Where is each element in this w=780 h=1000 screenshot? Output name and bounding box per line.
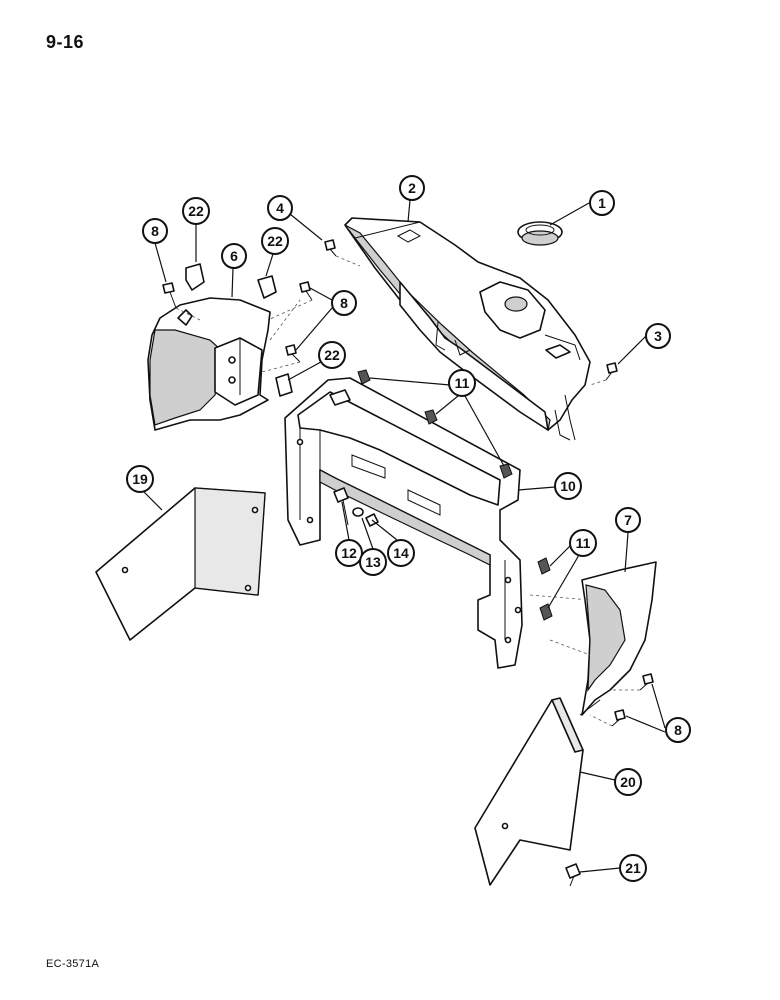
callout-6: 6 — [221, 243, 247, 269]
right-side-panel — [579, 561, 657, 716]
figure-code: EC-3571A — [46, 958, 100, 970]
callout-label: 7 — [624, 512, 632, 528]
callout-label: 14 — [393, 545, 409, 561]
callout-label: 10 — [560, 478, 576, 494]
callout-20: 20 — [614, 768, 642, 796]
callout-11-right: 11 — [569, 529, 597, 557]
callout-label: 8 — [151, 223, 159, 239]
callout-label: 19 — [132, 471, 148, 487]
grommet-plug — [517, 221, 563, 246]
callout-label: 1 — [598, 195, 606, 211]
callout-label: 12 — [341, 545, 357, 561]
page-number: 9-16 — [46, 32, 85, 52]
callout-14: 14 — [387, 539, 415, 567]
left-side-panel — [147, 297, 271, 431]
callout-1: 1 — [589, 190, 615, 216]
callout-2: 2 — [399, 175, 425, 201]
callout-3: 3 — [645, 323, 671, 349]
alignment-lines — [175, 255, 640, 727]
callout-21: 21 — [619, 854, 647, 882]
callout-label: 4 — [276, 200, 284, 216]
callout-22-left: 22 — [182, 197, 210, 225]
callout-label: 22 — [188, 203, 204, 219]
callout-label: 8 — [674, 722, 682, 738]
callout-label: 8 — [340, 295, 348, 311]
callout-label: 20 — [620, 774, 636, 790]
callout-label: 13 — [365, 554, 381, 570]
callout-19: 19 — [126, 465, 154, 493]
callout-label: 3 — [654, 328, 662, 344]
instrument-frame — [284, 377, 523, 669]
callout-10: 10 — [554, 472, 582, 500]
upper-console-housing — [344, 217, 591, 441]
callout-11-top: 11 — [448, 369, 476, 397]
callout-label: 6 — [230, 248, 238, 264]
leader-lines — [142, 199, 666, 873]
callout-label: 22 — [324, 347, 340, 363]
callout-label: 11 — [576, 535, 591, 551]
left-lower-shield — [95, 487, 266, 641]
right-lower-shield — [474, 697, 584, 886]
callout-label: 22 — [267, 233, 283, 249]
callout-label: 11 — [455, 375, 470, 391]
retainer-clip — [357, 369, 553, 621]
callout-label: 21 — [625, 860, 641, 876]
callout-22-center: 22 — [318, 341, 346, 369]
callout-7: 7 — [615, 507, 641, 533]
callout-8-right: 8 — [665, 717, 691, 743]
callout-8-left: 8 — [142, 218, 168, 244]
screw — [162, 239, 654, 887]
callout-label: 2 — [408, 180, 416, 196]
callout-4: 4 — [267, 195, 293, 221]
callout-13: 13 — [359, 548, 387, 576]
callout-12: 12 — [335, 539, 363, 567]
callout-22-top: 22 — [261, 227, 289, 255]
callout-8-center: 8 — [331, 290, 357, 316]
